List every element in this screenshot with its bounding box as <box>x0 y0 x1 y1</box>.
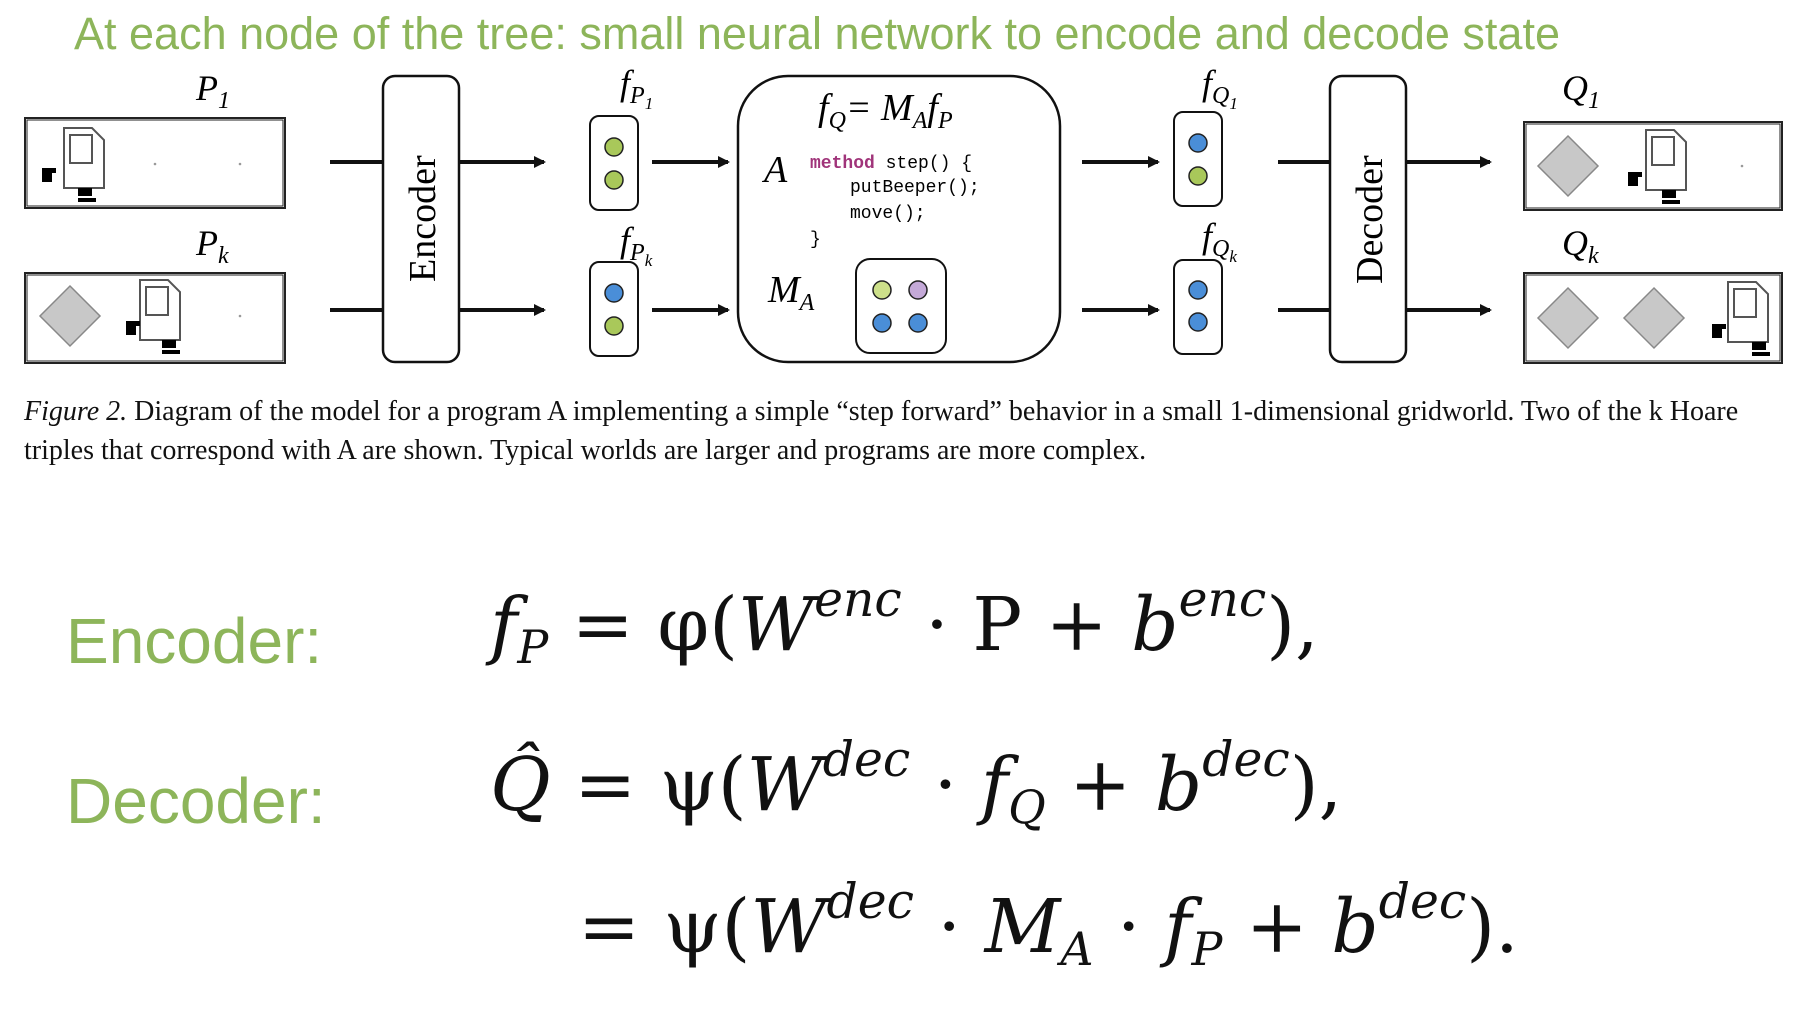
world-q1 <box>1523 121 1783 211</box>
svg-text:method step() {: method step() { <box>810 154 972 174</box>
world-qk <box>1523 272 1783 364</box>
decoder-block: Decoder <box>1328 74 1408 364</box>
qk-label: Qk <box>1562 223 1599 269</box>
matrix-ma <box>855 258 947 354</box>
program-a-label: A <box>761 149 788 191</box>
robot-icon <box>126 279 181 354</box>
world-p1 <box>24 117 286 209</box>
robot-icon <box>1628 129 1687 204</box>
beeper-diamond-icon <box>1536 134 1600 198</box>
world-pk <box>24 272 286 364</box>
encoder-equation-label: Encoder: <box>66 605 323 677</box>
q1-label: Q1 <box>1562 68 1600 114</box>
pk-label: Pk <box>195 223 229 269</box>
robot-icon <box>1712 281 1770 356</box>
decoder-equation-line1: Q̂ = ψ(Wdec · fQ + bdec), <box>490 730 1343 834</box>
robot-icon <box>42 127 105 202</box>
beeper-diamond-icon <box>1622 286 1686 350</box>
decoder-label: Decoder <box>1349 155 1391 284</box>
caption-lead: Figure 2. <box>24 396 128 427</box>
decoder-equation-label: Decoder: <box>66 765 326 837</box>
encoder-block: Encoder <box>381 74 461 364</box>
vector-fqk <box>1173 259 1223 355</box>
svg-text:move();: move(); <box>850 204 926 224</box>
beeper-diamond-icon <box>1536 286 1600 350</box>
encoder-label: Encoder <box>402 155 444 282</box>
encoder-equation: fP = φ(Wenc · P + benc), <box>490 570 1319 674</box>
p1-label: P1 <box>195 68 230 114</box>
svg-text:}: } <box>810 230 821 250</box>
program-code: method step() { putBeeper(); move(); } <box>810 154 980 250</box>
program-ma-label: MA <box>767 269 815 316</box>
vector-fpk <box>589 261 639 357</box>
caption-text: Diagram of the model for a program A imp… <box>24 396 1739 466</box>
fqk-label: fQk <box>1202 216 1237 266</box>
model-diagram: P1 Pk <box>24 63 1783 364</box>
fq1-label: fQ1 <box>1202 63 1238 113</box>
vector-fq1 <box>1173 111 1223 207</box>
program-block: fQ= MAfP A method step() { putBeeper(); … <box>736 74 1062 364</box>
figure-caption: Figure 2. Diagram of the model for a pro… <box>24 392 1784 470</box>
decoder-equation-line2: = ψ(Wdec · MA · fP + bdec). <box>578 872 1519 976</box>
beeper-diamond-icon <box>38 284 102 348</box>
fp1-label: fP1 <box>620 63 653 113</box>
vector-fp1 <box>589 115 639 211</box>
slide-heading: At each node of the tree: small neural n… <box>74 8 1560 59</box>
svg-text:putBeeper();: putBeeper(); <box>850 178 980 198</box>
